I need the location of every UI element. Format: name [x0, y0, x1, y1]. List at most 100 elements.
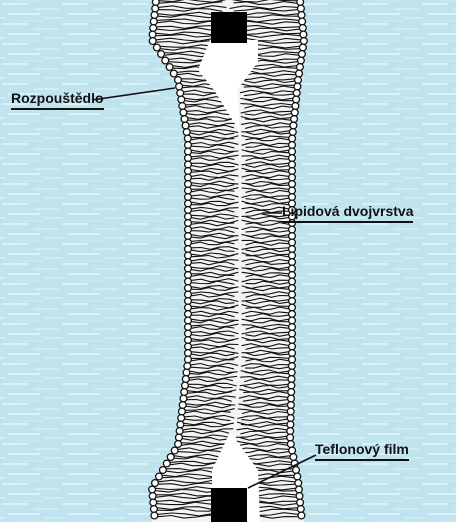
lipid-headgroup [289, 350, 296, 357]
lipid-headgroup [151, 506, 158, 513]
lipid-headgroup [151, 12, 158, 19]
lipid-headgroup [289, 265, 296, 272]
teflon-film-top [211, 12, 247, 43]
lipid-headgroup [185, 220, 192, 227]
lipid-headgroup [289, 239, 296, 246]
lipid-headgroup [289, 246, 296, 253]
lipid-headgroup [289, 343, 296, 350]
lipid-headgroup [299, 18, 306, 25]
lipid-headgroup [289, 285, 296, 292]
lipid-headgroup [185, 246, 192, 253]
lipid-headgroup [287, 415, 294, 422]
lipid-headgroup [294, 473, 301, 480]
lipid-headgroup [150, 25, 157, 32]
lipid-headgroup [293, 90, 300, 97]
lipid-headgroup [293, 96, 300, 103]
lipid-headgroup [154, 44, 161, 51]
lipid-headgroup [185, 265, 192, 272]
lipid-headgroup [299, 51, 306, 58]
lipid-headgroup [289, 324, 296, 331]
lipid-headgroup [185, 291, 192, 298]
lipid-bilayer-label: Lipidová dvojvrstva [282, 203, 413, 223]
lipid-headgroup [180, 395, 187, 402]
lipid-headgroup [185, 142, 192, 149]
lipid-headgroup [294, 83, 301, 90]
lipid-headgroup [289, 304, 296, 311]
lipid-headgroup [167, 454, 174, 461]
lipid-headgroup [182, 376, 189, 383]
lipid-headgroup [300, 44, 307, 51]
lipid-headgroup [185, 317, 192, 324]
lipid-headgroup [296, 486, 303, 493]
lipid-headgroup [289, 168, 296, 175]
lipid-headgroup [289, 142, 296, 149]
lipid-headgroup [289, 447, 296, 454]
lipid-headgroup [289, 330, 296, 337]
lipid-headgroup [176, 83, 183, 90]
solvent-label: Rozpouštědlo [11, 90, 104, 110]
lipid-headgroup [176, 428, 183, 435]
lipid-headgroup [185, 155, 192, 162]
lipid-headgroup [177, 421, 184, 428]
lipid-headgroup [289, 311, 296, 318]
lipid-headgroup [177, 90, 184, 97]
lipid-headgroup [185, 356, 192, 363]
lipid-headgroup [185, 259, 192, 266]
lipid-headgroup [291, 116, 298, 123]
lipid-headgroup [289, 252, 296, 259]
lipid-headgroup [298, 12, 305, 19]
lipid-headgroup [171, 447, 178, 454]
lipid-headgroup [185, 187, 192, 194]
lipid-headgroup [290, 454, 297, 461]
lipid-headgroup [185, 278, 192, 285]
lipid-headgroup [296, 493, 303, 500]
lipid-headgroup [289, 233, 296, 240]
lipid-headgroup [178, 96, 185, 103]
lipid-headgroup [289, 135, 296, 142]
lipid-headgroup [181, 116, 188, 123]
lipid-headgroup [287, 441, 294, 448]
lipid-headgroup [289, 317, 296, 324]
lipid-headgroup [297, 499, 304, 506]
lipid-headgroup [163, 460, 170, 467]
lipid-headgroup [297, 64, 304, 71]
lipid-headgroup [289, 337, 296, 344]
lipid-headgroup [288, 389, 295, 396]
lipid-headgroup [185, 337, 192, 344]
lipid-headgroup [176, 434, 183, 441]
lipid-headgroup [185, 343, 192, 350]
lipid-headgroup [289, 181, 296, 188]
lipid-headgroup [289, 187, 296, 194]
lipid-headgroup [185, 226, 192, 233]
lipid-headgroup [292, 103, 299, 110]
lipid-headgroup [185, 298, 192, 305]
lipid-headgroup [185, 161, 192, 168]
lipid-headgroup [183, 129, 190, 136]
lipid-headgroup [289, 155, 296, 162]
lipid-headgroup [179, 402, 186, 409]
lipid-headgroup [289, 356, 296, 363]
lipid-headgroup [296, 70, 303, 77]
lipid-headgroup [185, 200, 192, 207]
lipid-headgroup [175, 77, 182, 84]
lipid-headgroup [185, 272, 192, 279]
lipid-headgroup [289, 226, 296, 233]
lipid-headgroup [287, 421, 294, 428]
lipid-headgroup [287, 408, 294, 415]
lipid-headgroup [288, 376, 295, 383]
lipid-headgroup [175, 441, 182, 448]
teflon-film-bottom [211, 488, 247, 522]
lipid-headgroup [291, 109, 298, 116]
lipid-headgroup [185, 311, 192, 318]
lipid-headgroup [185, 350, 192, 357]
lipid-headgroup [290, 122, 297, 129]
lipid-headgroup [288, 402, 295, 409]
lipid-headgroup [152, 5, 159, 12]
lipid-headgroup [300, 31, 307, 38]
lipid-headgroup [179, 408, 186, 415]
lipid-headgroup [185, 304, 192, 311]
lipid-headgroup [288, 395, 295, 402]
lipid-headgroup [301, 38, 308, 45]
lipid-headgroup [179, 103, 186, 110]
lipid-headgroup [297, 506, 304, 513]
